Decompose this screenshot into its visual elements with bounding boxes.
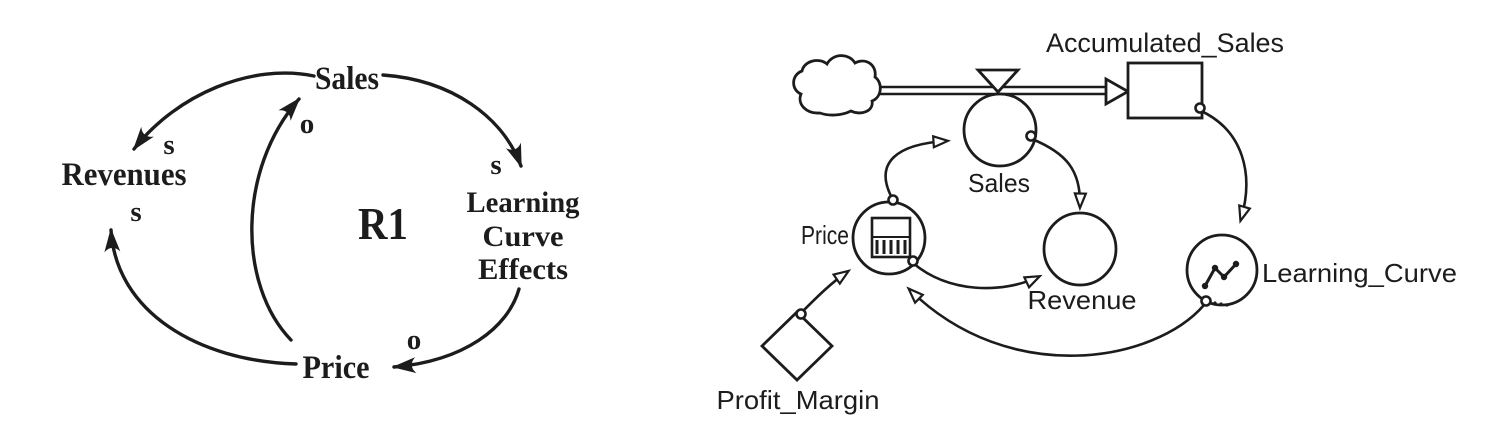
link-learning-to-price [392, 287, 521, 374]
connection-point-sales-right [1025, 130, 1037, 142]
cld-node-learning-line2: Curve [483, 220, 564, 253]
connector-price-to-revenue [911, 261, 1038, 290]
converter-learning-curve [1185, 233, 1259, 307]
polarity-sales-learning: s [490, 149, 501, 181]
connection-point-stock-bottom [1194, 102, 1206, 114]
cld-node-learning-line3: Effects [478, 253, 568, 286]
connector-learning-curve-to-price [910, 290, 1206, 357]
polarity-price-sales: o [300, 108, 315, 140]
polarity-price-revenues: s [130, 196, 141, 228]
polarity-learning-price: o [407, 324, 422, 356]
stock-accumulated-sales [1126, 61, 1204, 120]
flow-arrowhead-icon [1104, 76, 1131, 107]
link-sales-to-learning [381, 73, 523, 168]
converter-revenue-label: Revenue [1028, 285, 1137, 315]
connection-point-profit-margin-top [795, 308, 807, 320]
converter-learning-curve-label: Learning_Curve [1262, 258, 1457, 288]
cld-node-sales: Sales [315, 61, 379, 97]
valve-icon [974, 68, 1022, 95]
connector-price-to-sales [884, 141, 946, 200]
flow-sales-label: Sales [968, 168, 1030, 198]
cld-node-price: Price [303, 350, 370, 386]
cld-node-revenues: Revenues [62, 157, 187, 193]
cld-loop-id: R1 [358, 198, 408, 249]
stock-flow-diagram: Accumulated_Sales Sales Price Revenue [717, 28, 1458, 415]
link-price-to-revenues [104, 228, 298, 366]
polarity-sales-revenues: s [163, 129, 174, 161]
cld-node-learning-curve-effects: Learning Curve Effects [467, 186, 580, 286]
connector-sales-to-revenue [1030, 137, 1080, 206]
connector-stock-to-learning-curve [1197, 108, 1246, 219]
cloud-icon [792, 54, 882, 117]
slider-input-icon [870, 216, 912, 259]
constant-profit-margin-label: Profit_Margin [717, 385, 880, 415]
link-sales-to-revenues [132, 71, 316, 151]
constant-profit-margin [759, 310, 835, 382]
flow-sales [962, 92, 1038, 168]
converter-price-label: Price [801, 220, 849, 250]
converter-revenue [1042, 211, 1118, 287]
cld-node-learning-line1: Learning [467, 186, 580, 219]
causal-loop-diagram: Sales Revenues Price Learning Curve Effe… [62, 61, 580, 386]
stock-label: Accumulated_Sales [1046, 28, 1284, 58]
graph-function-icon [1201, 260, 1240, 290]
link-price-to-sales [250, 97, 301, 342]
dotted-marks [1213, 301, 1229, 307]
connector-profit-margin-to-price [800, 272, 847, 314]
connection-point-learning-curve-bottom [1200, 295, 1212, 307]
connection-point-price-bottom [907, 255, 919, 267]
connection-point-price-top [887, 194, 899, 206]
